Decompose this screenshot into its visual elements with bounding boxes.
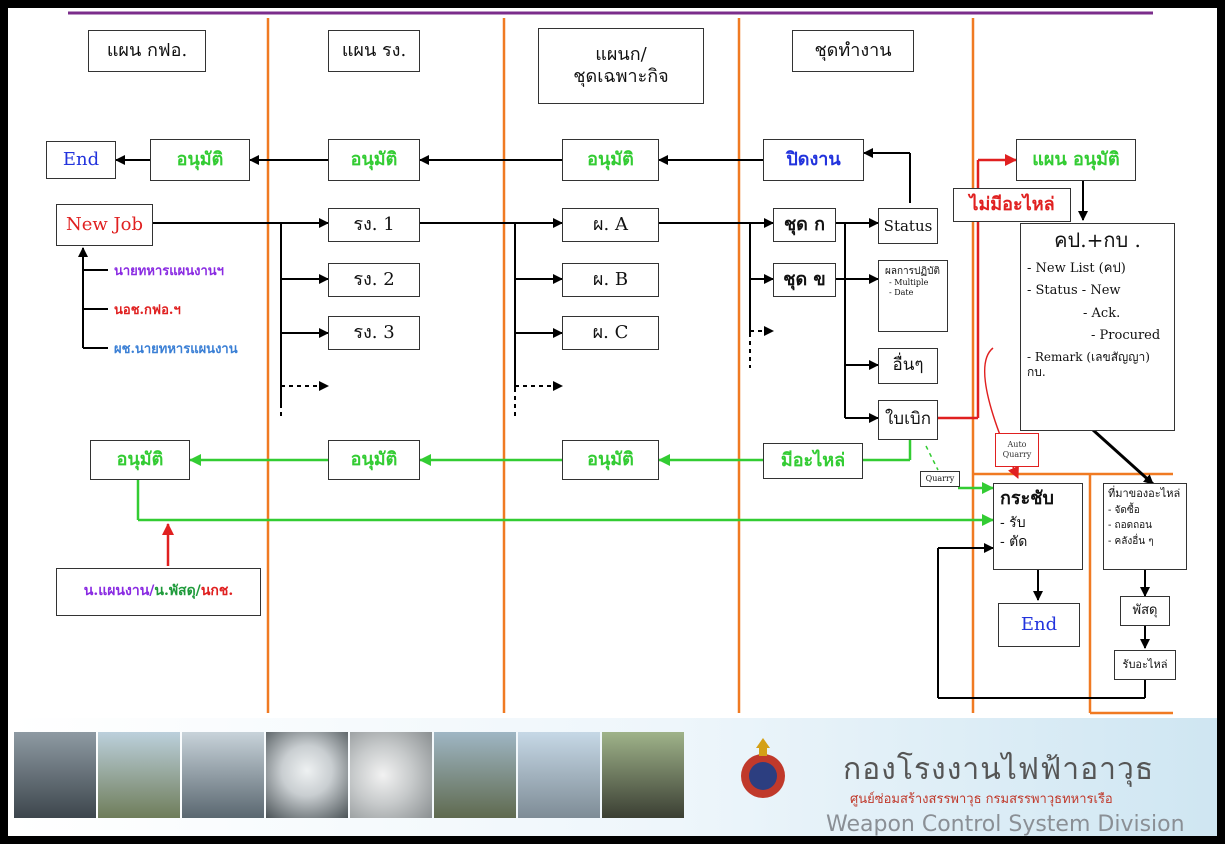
kp-procurement-box: คป.+กบ . - New List (คป) - Status - New … bbox=[1020, 223, 1175, 431]
source-planning-officer: นายทหารแผนงานฯ bbox=[114, 264, 224, 279]
staff-planning: น.แผนงาน/ bbox=[83, 583, 155, 600]
header-section: แผนก/ ชุดเฉพาะกิจ bbox=[538, 28, 704, 104]
staff-nco: นกช. bbox=[200, 583, 234, 600]
quarry-label: Quarry bbox=[920, 471, 960, 487]
staff-supply: น.พัสดุ/ bbox=[154, 583, 201, 600]
new-job-box: New Job bbox=[56, 204, 153, 246]
kp-ack: - Ack. bbox=[1083, 305, 1121, 321]
footer-english-name: Weapon Control System Division bbox=[826, 812, 1185, 836]
column-dividers bbox=[266, 18, 1173, 715]
source-title: ที่มาของอะไหล่ bbox=[1108, 487, 1181, 500]
urge-box: กระชับ - รับ - ตัด bbox=[993, 483, 1083, 570]
turret-photo bbox=[14, 732, 96, 818]
approve-box-3: อนุมัติ bbox=[562, 139, 659, 181]
approve-box-1: อนุมัติ bbox=[150, 139, 250, 181]
status-box: Status bbox=[878, 208, 938, 244]
source-arrows bbox=[78, 247, 108, 349]
approve-box-2: อนุมัติ bbox=[328, 139, 420, 181]
close-job-box: ปิดงาน bbox=[763, 139, 864, 181]
tracker-photo bbox=[350, 732, 432, 818]
parts-source-box: ที่มาของอะไหล่ - จัดซื้อ - ถอดถอน - คลัง… bbox=[1103, 483, 1187, 570]
launcher-photo bbox=[182, 732, 264, 818]
source-dismantle: - ถอดถอน bbox=[1108, 520, 1153, 532]
receive-parts-box: รับอะไหล่ bbox=[1114, 650, 1176, 680]
section-c: ผ. C bbox=[562, 316, 659, 350]
kp-procured: - Procured bbox=[1091, 327, 1161, 343]
team-b: ชุด ข bbox=[773, 263, 836, 297]
workshop-3: รง. 3 bbox=[328, 316, 420, 350]
footer-title: กองโรงงานไฟฟ้าอาวุธ bbox=[843, 752, 1155, 787]
section-a: ผ. A bbox=[562, 208, 659, 242]
workshop-1: รง. 1 bbox=[328, 208, 420, 242]
staff-box: น.แผนงาน/ น.พัสดุ/ นกช. bbox=[56, 568, 261, 616]
source-other-store: - คลังอื่น ๆ bbox=[1108, 535, 1154, 547]
has-parts-box: มีอะไหล่ bbox=[763, 443, 863, 479]
header-plan-kfo: แผน กฟอ. bbox=[88, 30, 206, 72]
results-item-date: - Date bbox=[889, 288, 914, 298]
slide-panel: แผน กฟอ. แผน รง. แผนก/ ชุดเฉพาะกิจ ชุดทำ… bbox=[8, 8, 1217, 836]
header-plan-workshop: แผน รง. bbox=[328, 30, 420, 72]
source-nco: นอช.กฟอ.ฯ bbox=[114, 303, 181, 318]
section-b: ผ. B bbox=[562, 263, 659, 297]
main-flow-arrows bbox=[153, 218, 879, 423]
auto-quarry-label: Auto Quarry bbox=[995, 433, 1039, 467]
end-box-bottom: End bbox=[998, 603, 1080, 647]
approve-box-bottom-3: อนุมัติ bbox=[562, 440, 659, 480]
urge-receive: - รับ bbox=[1000, 514, 1026, 531]
source-assistant: ผช.นายทหารแผนงาน bbox=[114, 342, 238, 357]
supply-box: พัสดุ bbox=[1120, 596, 1170, 626]
header-team: ชุดทำงาน bbox=[792, 30, 914, 72]
radar-array-photo bbox=[518, 732, 600, 818]
vehicle-photo bbox=[602, 732, 684, 818]
requisition-box: ใบเบิก bbox=[878, 400, 938, 440]
others-box: อื่นๆ bbox=[878, 348, 938, 384]
team-a: ชุด ก bbox=[773, 208, 836, 242]
no-parts-box: ไม่มีอะไหล่ bbox=[953, 188, 1071, 222]
approve-box-bottom-2: อนุมัติ bbox=[328, 440, 420, 480]
source-purchase: - จัดซื้อ bbox=[1108, 504, 1140, 516]
flow-diagram bbox=[68, 11, 1173, 715]
urge-title: กระชับ bbox=[1000, 488, 1054, 509]
workshop-2: รง. 2 bbox=[328, 263, 420, 297]
kp-title: คป.+กบ . bbox=[1054, 228, 1141, 252]
results-item-multiple: - Multiple bbox=[889, 278, 929, 287]
footer-banner: กองโรงงานไฟฟ้าอาวุธ ศูนย์ซ่อมสร้างสรรพาว… bbox=[8, 718, 1217, 836]
results-title: ผลการปฏิบัติ bbox=[885, 266, 940, 277]
approve-box-bottom-1: อนุมัติ bbox=[90, 440, 190, 480]
kp-status: - Status - New bbox=[1027, 283, 1121, 299]
end-box-top: End bbox=[46, 141, 116, 179]
gun-mount-photo bbox=[434, 732, 516, 818]
right-arrows bbox=[937, 160, 1155, 699]
kp-remark: - Remark (เลขสัญญา) กบ. bbox=[1027, 350, 1150, 379]
urge-cut: - ตัด bbox=[1000, 534, 1028, 550]
ship-mount-photo bbox=[98, 732, 180, 818]
division-emblem bbox=[741, 738, 785, 798]
plan-approve-box: แผน อนุมัติ bbox=[1016, 139, 1136, 181]
kp-new-list: - New List (คป) bbox=[1027, 261, 1126, 276]
radar-dome-photo bbox=[266, 732, 348, 818]
results-box: ผลการปฏิบัติ - Multiple - Date bbox=[878, 260, 948, 332]
green-flow-arrows bbox=[136, 440, 994, 526]
top-row-arrows bbox=[115, 148, 911, 203]
footer-subtitle: ศูนย์ซ่อมสร้างสรรพาวุธ กรมสรรพาวุธทหารเร… bbox=[850, 792, 1113, 807]
